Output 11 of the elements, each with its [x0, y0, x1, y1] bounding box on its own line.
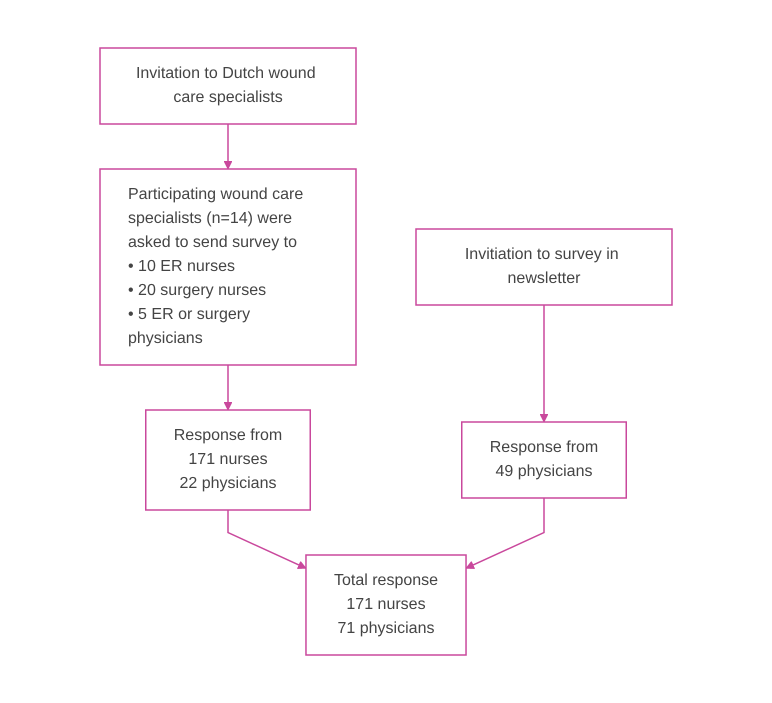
node-box: Participating wound care specialists (n=14) were asked to send survey to • 10 ER nurses • 20 surgery nurses • 5 ER or surgery physicians: [99, 168, 357, 366]
node-box: Invitation to Dutch wound care specialists: [99, 47, 357, 125]
arrow: [227, 510, 306, 569]
arrow: [540, 305, 548, 422]
node-box: Total response 171 nurses 71 physicians: [305, 554, 467, 656]
arrow: [466, 498, 545, 569]
arrow: [224, 365, 232, 410]
node-box: Response from 171 nurses 22 physicians: [145, 409, 311, 511]
node-box: Invitiation to survey in newsletter: [415, 228, 673, 306]
node-box: Response from 49 physicians: [461, 421, 627, 499]
arrow: [224, 124, 232, 170]
